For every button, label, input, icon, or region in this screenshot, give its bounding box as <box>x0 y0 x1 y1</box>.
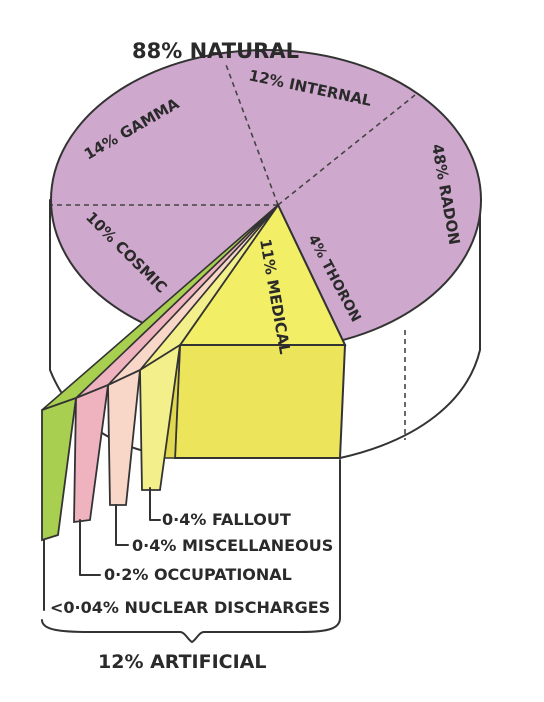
medical-slice-side <box>173 344 347 459</box>
occupational-slice-side <box>73 383 110 524</box>
label-natural: 88% NATURAL <box>132 39 299 63</box>
divider-internal-radon <box>277 94 416 206</box>
divider-internal-left <box>224 61 279 206</box>
label-misc: 0·4% MISCELLANEOUS <box>132 536 333 555</box>
label-occupational: 0·2% OCCUPATIONAL <box>104 565 292 584</box>
artificial-bracket <box>41 617 341 643</box>
miscellaneous-slice-side <box>107 368 142 506</box>
label-fallout: 0·4% FALLOUT <box>162 510 291 529</box>
nuclear-discharges-slice-side <box>41 396 78 542</box>
leader-occupational <box>79 519 101 576</box>
leader-fallout <box>149 487 161 521</box>
leader-misc <box>115 504 129 546</box>
artificial-slivers <box>41 204 279 542</box>
label-nuclear: <0·04% NUCLEAR DISCHARGES <box>50 598 330 617</box>
label-artificial: 12% ARTIFICIAL <box>98 651 266 673</box>
fallout-slice-side <box>139 343 182 491</box>
